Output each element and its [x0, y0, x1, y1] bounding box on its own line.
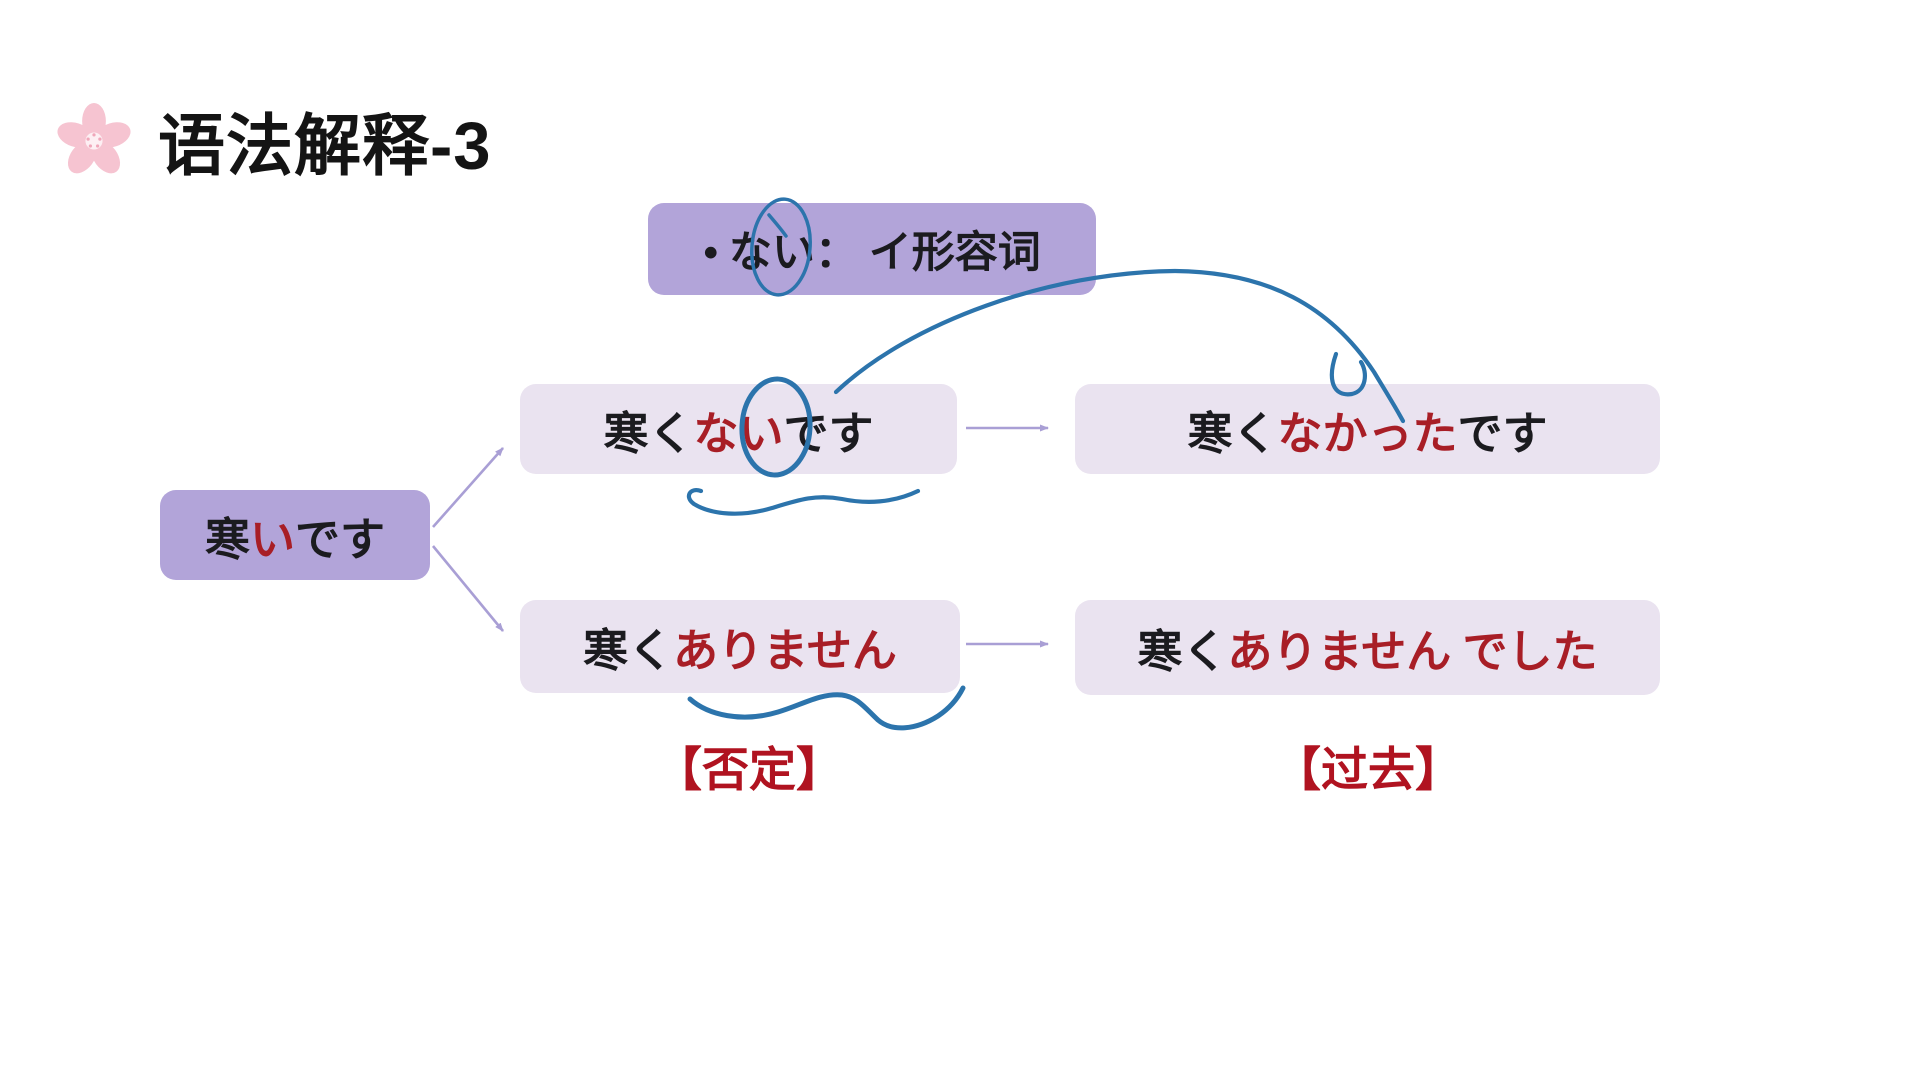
base-form-box: 寒い です [160, 490, 430, 580]
text-segment-black: です [1457, 408, 1548, 459]
negative-past-form-box: 寒く なかった です [1075, 384, 1660, 474]
pen-wavy-underline-nai [686, 488, 921, 516]
text-segment-red: なかった [1277, 408, 1458, 459]
polite-negative-form-box: 寒く ありません [520, 600, 960, 693]
text-segment-red: ない [693, 408, 784, 459]
text-segment-black: です [295, 514, 386, 565]
page-title: 语法解释-3 [158, 109, 492, 184]
fork-arrow-to-negative [432, 447, 504, 528]
text-segment-red: ありません でした [1227, 627, 1598, 677]
fork-arrow-to-polite-negative [431, 545, 505, 632]
sakura-flower-icon [57, 102, 131, 173]
text-segment-black: 寒く [1137, 627, 1228, 677]
text-segment-black: • ない： イ形容词 [703, 230, 1041, 277]
past-label: 【过去】 [1274, 745, 1462, 797]
text-segment-black: 寒く [603, 408, 694, 459]
text-segment-black: 寒く [1187, 408, 1278, 459]
pen-wavy-underline-arimasen [687, 685, 966, 731]
polite-negative-past-form-box: 寒く ありません でした [1075, 600, 1660, 695]
text-segment-black: です [783, 408, 874, 459]
negative-form-box: 寒く ない です [520, 384, 957, 474]
text-segment-black: 寒 [204, 514, 250, 565]
text-segment-black: 寒く [583, 626, 674, 676]
text-segment-red: い [249, 514, 295, 565]
definition-box: • ない： イ形容词 [648, 203, 1096, 295]
text-segment-red: ありません [673, 626, 897, 676]
negation-label: 【否定】 [655, 745, 843, 797]
slide-header: 语法解释-3 [56, 92, 492, 189]
